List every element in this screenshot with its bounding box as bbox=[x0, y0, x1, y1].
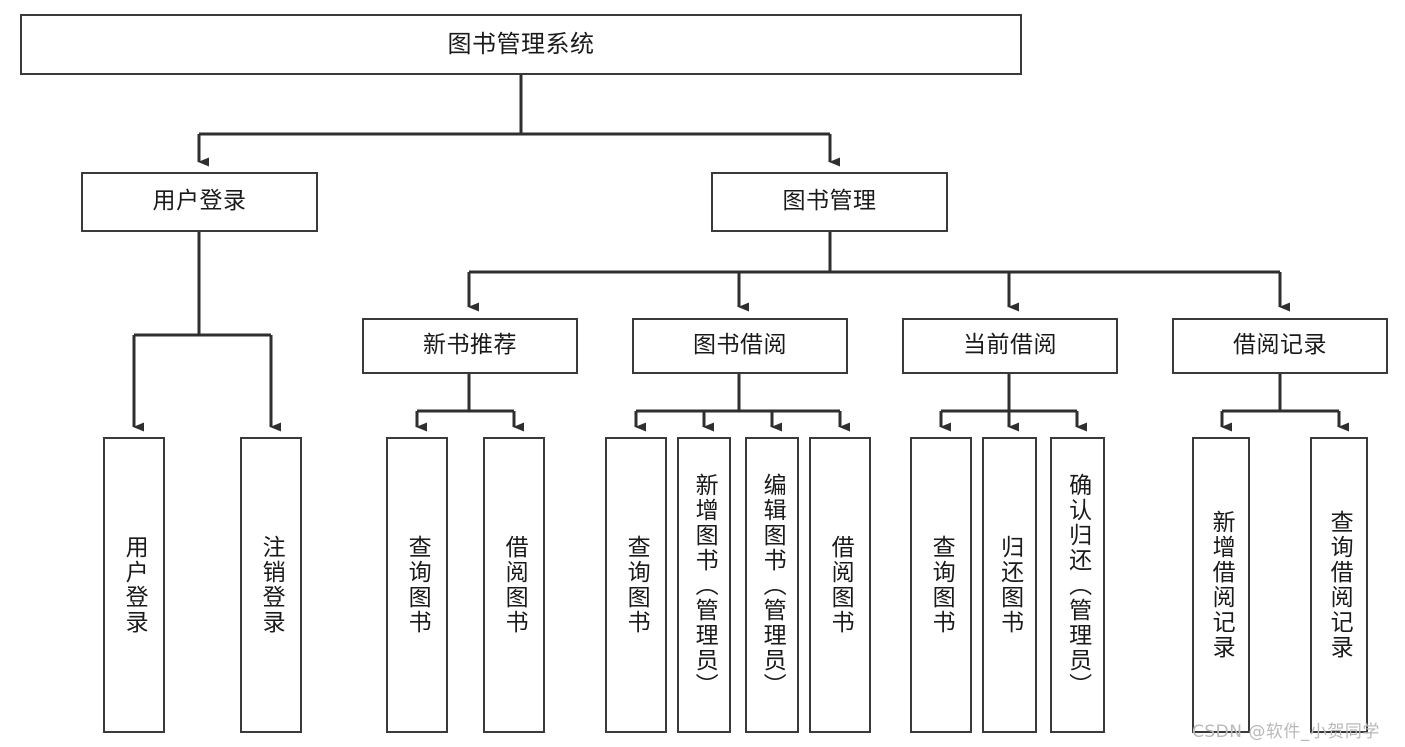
node-leaf-bb-edit-book[interactable]: 编辑图书（管理员） bbox=[745, 437, 799, 733]
node-leaf-user-login[interactable]: 用户登录 bbox=[103, 437, 165, 733]
node-current-borrow[interactable]: 当前借阅 bbox=[902, 318, 1118, 374]
node-user-login[interactable]: 用户登录 bbox=[81, 172, 318, 232]
node-leaf-nb-query-book[interactable]: 查询图书 bbox=[386, 437, 448, 733]
node-new-book-recommend[interactable]: 新书推荐 bbox=[362, 318, 578, 374]
node-label: 编辑图书（管理员） bbox=[759, 472, 786, 698]
node-label: 查询借阅记录 bbox=[1326, 510, 1353, 660]
node-label: 当前借阅 bbox=[963, 332, 1057, 359]
node-label: 图书管理系统 bbox=[447, 30, 595, 59]
node-label: 查询图书 bbox=[928, 535, 955, 635]
node-leaf-br-query-record[interactable]: 查询借阅记录 bbox=[1310, 437, 1368, 733]
node-book-borrow[interactable]: 图书借阅 bbox=[632, 318, 848, 374]
node-label: 注销登录 bbox=[258, 535, 285, 635]
node-leaf-br-add-record[interactable]: 新增借阅记录 bbox=[1192, 437, 1250, 733]
node-label: 确认归还（管理员） bbox=[1064, 472, 1091, 698]
node-label: 归还图书 bbox=[996, 535, 1023, 635]
node-label: 新增图书（管理员） bbox=[691, 472, 718, 698]
node-label: 新书推荐 bbox=[423, 332, 517, 359]
node-leaf-cb-return-book[interactable]: 归还图书 bbox=[982, 437, 1037, 733]
node-label: 借阅图书 bbox=[501, 535, 528, 635]
node-root-system[interactable]: 图书管理系统 bbox=[20, 14, 1022, 75]
node-leaf-bb-query-book[interactable]: 查询图书 bbox=[605, 437, 667, 733]
node-label: 查询图书 bbox=[404, 535, 431, 635]
node-label: 借阅记录 bbox=[1233, 332, 1327, 359]
node-label: 图书管理 bbox=[782, 188, 877, 215]
node-label: 新增借阅记录 bbox=[1208, 510, 1235, 660]
node-book-management[interactable]: 图书管理 bbox=[711, 172, 948, 232]
node-label: 用户登录 bbox=[121, 535, 148, 635]
node-leaf-logout[interactable]: 注销登录 bbox=[240, 437, 302, 733]
node-borrow-record[interactable]: 借阅记录 bbox=[1172, 318, 1388, 374]
node-label: 查询图书 bbox=[623, 535, 650, 635]
node-leaf-bb-add-book[interactable]: 新增图书（管理员） bbox=[677, 437, 731, 733]
node-label: 图书借阅 bbox=[693, 332, 787, 359]
node-leaf-bb-borrow-book[interactable]: 借阅图书 bbox=[809, 437, 871, 733]
node-label: 用户登录 bbox=[152, 188, 247, 215]
node-leaf-nb-borrow-book[interactable]: 借阅图书 bbox=[483, 437, 545, 733]
node-label: 借阅图书 bbox=[827, 535, 854, 635]
node-leaf-cb-confirm-return[interactable]: 确认归还（管理员） bbox=[1050, 437, 1105, 733]
node-leaf-cb-query-book[interactable]: 查询图书 bbox=[910, 437, 972, 733]
